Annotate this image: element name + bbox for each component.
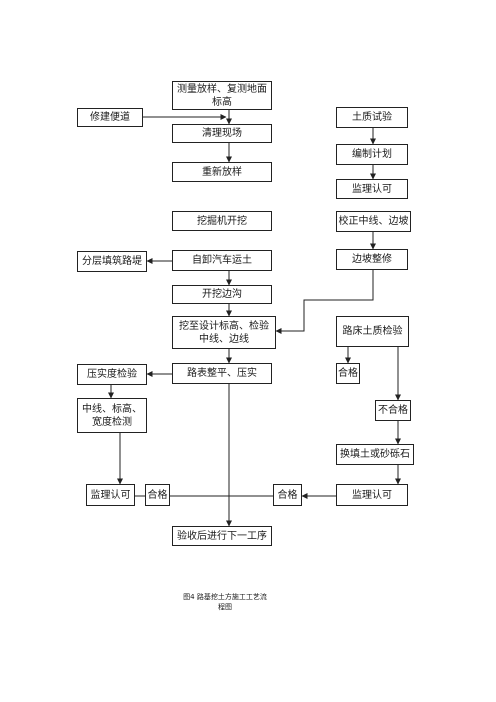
node-ditch: 开挖边沟: [172, 285, 272, 304]
figure-caption-line2: 程图: [218, 603, 232, 611]
node-to-design: 挖至设计标高、检验 中线、边线: [172, 316, 276, 349]
node-supervision-right-bottom: 监理认可: [336, 484, 408, 506]
node-restake: 重新放样: [172, 162, 272, 182]
node-accept: 验收后进行下一工序: [172, 526, 272, 546]
node-supervision-right-top: 监理认可: [336, 179, 408, 199]
node-pass-right: 合格: [336, 363, 360, 384]
node-layered-fill: 分层填筑路堤: [77, 251, 147, 272]
node-pass-center: 合格: [273, 484, 302, 506]
node-subgrade-test: 路床土质检验: [336, 316, 409, 347]
node-fail: 不合格: [375, 400, 411, 421]
node-excavator: 挖掘机开挖: [172, 211, 272, 231]
node-supervision-left: 监理认可: [86, 484, 135, 506]
node-replace: 换填土或砂砾石: [336, 444, 414, 465]
node-temp-road: 修建便道: [77, 108, 143, 127]
node-centerline-test: 中线、标高、 宽度检测: [77, 398, 147, 433]
node-compaction-test: 压实度检验: [77, 364, 147, 385]
node-pass-left: 合格: [145, 484, 170, 506]
node-slope-trim: 边坡整修: [336, 249, 408, 270]
node-correct-slope: 校正中线、边坡: [336, 211, 411, 232]
node-plan: 编制计划: [336, 144, 408, 165]
node-surface: 路表整平、压实: [172, 363, 272, 384]
node-soil-test: 土质试验: [336, 107, 408, 128]
node-truck: 自卸汽车运土: [172, 250, 272, 271]
figure-caption-line1: 图4 路基挖土方施工工艺流: [183, 593, 267, 601]
node-survey: 测量放样、复测地面 标高: [172, 81, 272, 110]
node-clear: 清理现场: [172, 124, 272, 143]
arrow-slope-to-design: [275, 270, 374, 334]
